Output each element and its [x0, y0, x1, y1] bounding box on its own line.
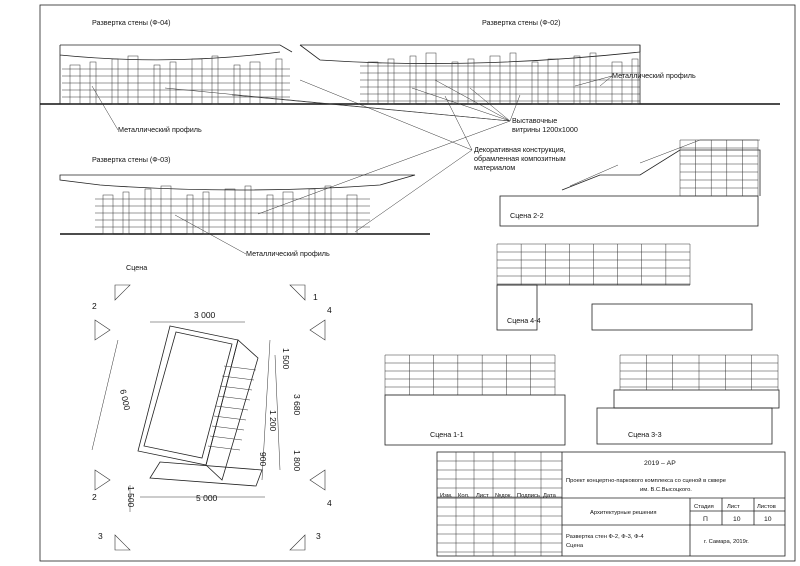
callout-decor-line1: Декоративная конструкция, — [474, 145, 566, 154]
elevation-f03: Развертка стены (Ф-03) Металлический про… — [59, 155, 430, 258]
elevation-f02: Развертка стены (Ф-02) — [299, 18, 641, 105]
callout-metal-profile-left: Металлический профиль — [118, 125, 202, 134]
section-3-3-railings — [619, 354, 779, 390]
axis-label: 3 — [98, 531, 103, 541]
section-4-4-railings — [496, 243, 691, 285]
plan-stairs — [207, 365, 257, 451]
axis-label: 2 — [92, 492, 97, 502]
title-block-section: Архитектурные решения — [590, 510, 656, 516]
callout-decor-line3: материалом — [474, 163, 515, 172]
axis-marker — [289, 284, 306, 301]
section-1-1-label: Сцена 1-1 — [430, 430, 464, 439]
title-block-col-header: Подпись — [517, 493, 540, 499]
axis-marker — [94, 469, 111, 491]
dim-r1: 1 500 — [281, 348, 291, 370]
elevation-f03-bars — [95, 185, 370, 235]
title-block-city: г. Самара, 2019г. — [704, 539, 749, 545]
section-2-2-label: Сцена 2-2 — [510, 211, 544, 220]
section-1-1: Сцена 1-1 — [384, 354, 566, 446]
title-block: 2019 – АР Проект концертно-паркового ком… — [436, 451, 786, 557]
axis-marker — [94, 319, 111, 341]
callouts-top: Металлический профиль Металлический проф… — [91, 71, 696, 233]
section-2-2-railings — [679, 139, 759, 197]
title-block-hdr-sheet: Лист — [727, 504, 740, 510]
section-3-3-label: Сцена 3-3 — [628, 430, 662, 439]
axis-label: 1 — [313, 292, 318, 302]
section-4-4: Сцена 4-4 — [496, 243, 753, 331]
title-block-drawing-line2: Сцена — [566, 543, 584, 549]
axis-label: 4 — [327, 305, 332, 315]
dim-r5: 900 — [258, 452, 268, 466]
title-block-project-line1: Проект концертно-паркового комплекса со … — [566, 477, 726, 484]
title-block-hdr-stage: Стадия — [694, 504, 714, 510]
dim-bl: 1 500 — [126, 486, 136, 508]
dim-r3: 1 200 — [268, 410, 278, 432]
dim-bottom: 5 000 — [196, 493, 218, 503]
callout-metal-profile-bottom: Металлический профиль — [246, 249, 330, 258]
title-block-stage: П — [703, 516, 708, 523]
title-block-project-line2: им. В.С.Высоцкого. — [640, 487, 692, 493]
title-block-grid — [437, 452, 562, 556]
axis-marker — [309, 319, 326, 341]
elevation-f03-title: Развертка стены (Ф-03) — [92, 155, 171, 164]
title-block-col-header: Кол. — [458, 493, 470, 499]
axis-marker — [114, 534, 131, 551]
callout-showcase-line1: Выставочные — [512, 116, 557, 125]
axis-marker — [114, 284, 131, 301]
title-block-hdr-sheets: Листов — [757, 504, 776, 510]
callout-showcase-line2: витрины 1200х1000 — [512, 125, 578, 134]
title-block-drawing-line1: Развертка стен Ф-2, Ф-3, Ф-4 — [566, 534, 644, 540]
title-block-sheets: 10 — [764, 516, 772, 523]
section-2-2: Сцена 2-2 — [499, 139, 761, 227]
axis-marker — [309, 469, 326, 491]
dim-r4: 1 800 — [292, 450, 302, 472]
elevation-f04-title: Развертка стены (Ф-04) — [92, 18, 171, 27]
axis-label: 2 — [92, 301, 97, 311]
title-block-col-header: Дата — [543, 493, 557, 499]
plan-title: Сцена — [126, 263, 147, 272]
section-4-4-label: Сцена 4-4 — [507, 316, 541, 325]
title-block-sheet: 10 — [733, 516, 741, 523]
title-block-col-header: Изм. — [440, 493, 453, 499]
stage-plan: Сцена 2 1 1 4 2 4 3 3 3 000 6 000 1 500 — [91, 263, 332, 551]
elevation-f04-bars — [62, 55, 290, 105]
dim-left: 6 000 — [118, 388, 132, 411]
title-block-col-header: №док. — [495, 493, 512, 499]
section-1-1-railings — [384, 354, 556, 396]
title-block-code: 2019 – АР — [644, 460, 676, 467]
elevation-f02-title: Развертка стены (Ф-02) — [482, 18, 561, 27]
elevation-f02-bars — [360, 52, 640, 105]
section-3-3: Сцена 3-3 — [596, 354, 780, 445]
axis-label: 3 — [316, 531, 321, 541]
sheet-frame — [39, 4, 796, 562]
axis-marker — [289, 534, 306, 551]
callout-decor-line2: обрамленная композитным — [474, 154, 566, 163]
dim-top: 3 000 — [194, 310, 216, 320]
callout-metal-profile-right: Металлический профиль — [612, 71, 696, 80]
axis-label: 4 — [327, 498, 332, 508]
title-block-col-header: Лист — [476, 493, 489, 499]
dim-r2: 3 680 — [292, 394, 302, 416]
